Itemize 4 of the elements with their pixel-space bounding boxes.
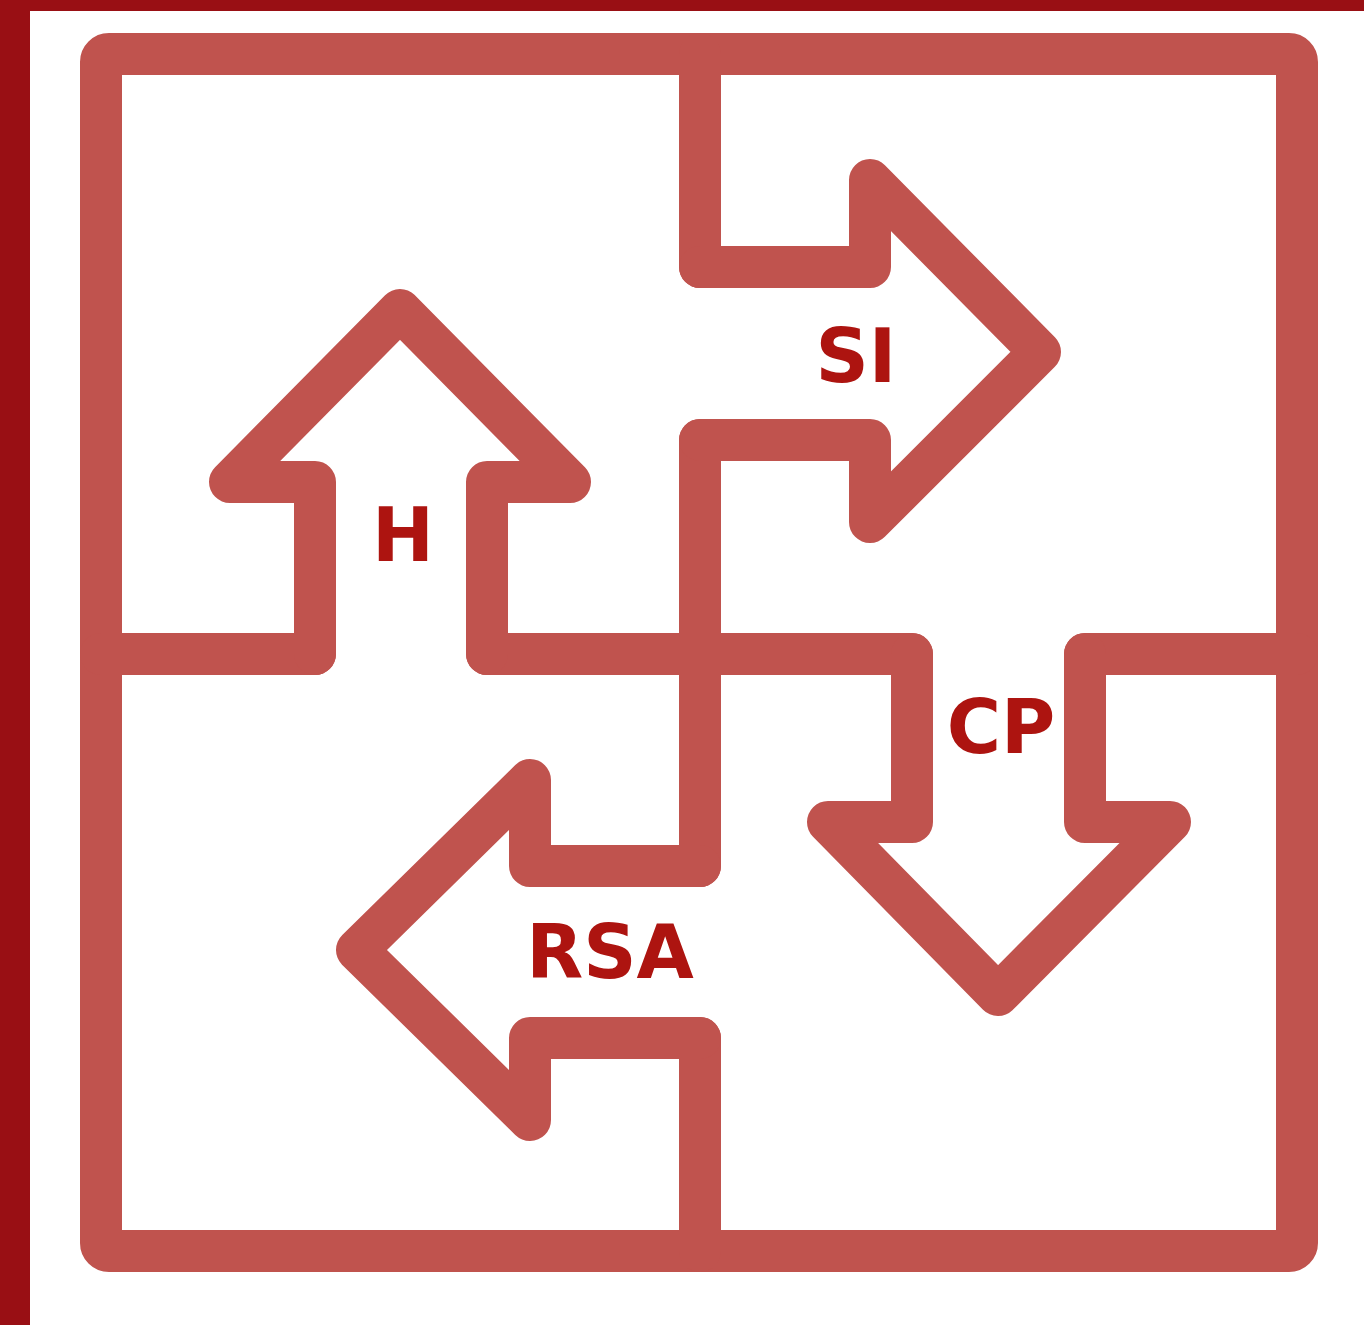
- arrow-label: H: [372, 498, 434, 572]
- arrow-label: CP: [946, 690, 1056, 764]
- arrow-label: SI: [815, 319, 897, 393]
- arrow-label: RSA: [526, 915, 694, 989]
